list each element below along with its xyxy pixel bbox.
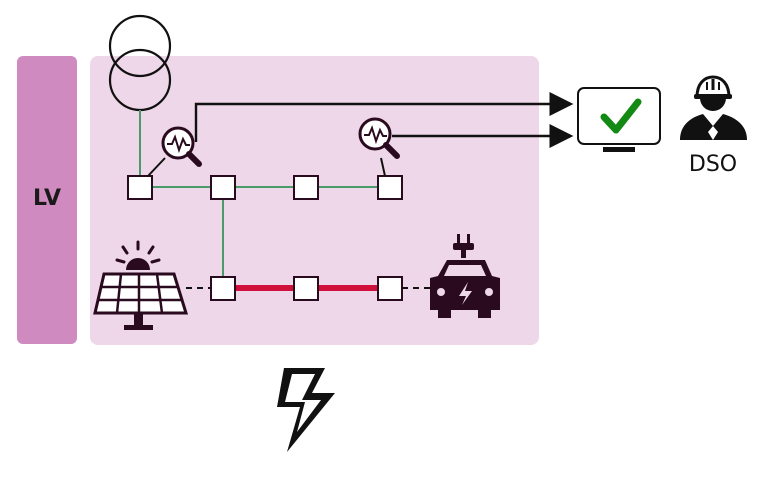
bus-node [293, 276, 319, 301]
lv-label: LV [32, 186, 61, 211]
bus-node [293, 175, 319, 200]
data-arrows [194, 92, 574, 148]
measurement-magnifier-icon [358, 117, 400, 177]
bus-node [377, 276, 403, 301]
engineer-helmet-icon [680, 75, 747, 140]
bus-lines [139, 110, 378, 277]
bus-nodes [127, 175, 403, 301]
measurement-magnifier-icon [147, 126, 202, 177]
bus-node [377, 175, 403, 200]
lv-bar [17, 56, 77, 344]
bus-node [210, 175, 236, 200]
transformer-icon [108, 14, 172, 112]
monitor-check-icon [577, 87, 661, 152]
electric-vehicle-icon [430, 234, 500, 318]
dso-label: DSO [688, 152, 738, 177]
bus-node [210, 276, 236, 301]
lightning-bolt-icon [277, 368, 335, 452]
bus-node [127, 175, 153, 200]
solar-panel-icon [93, 240, 189, 330]
